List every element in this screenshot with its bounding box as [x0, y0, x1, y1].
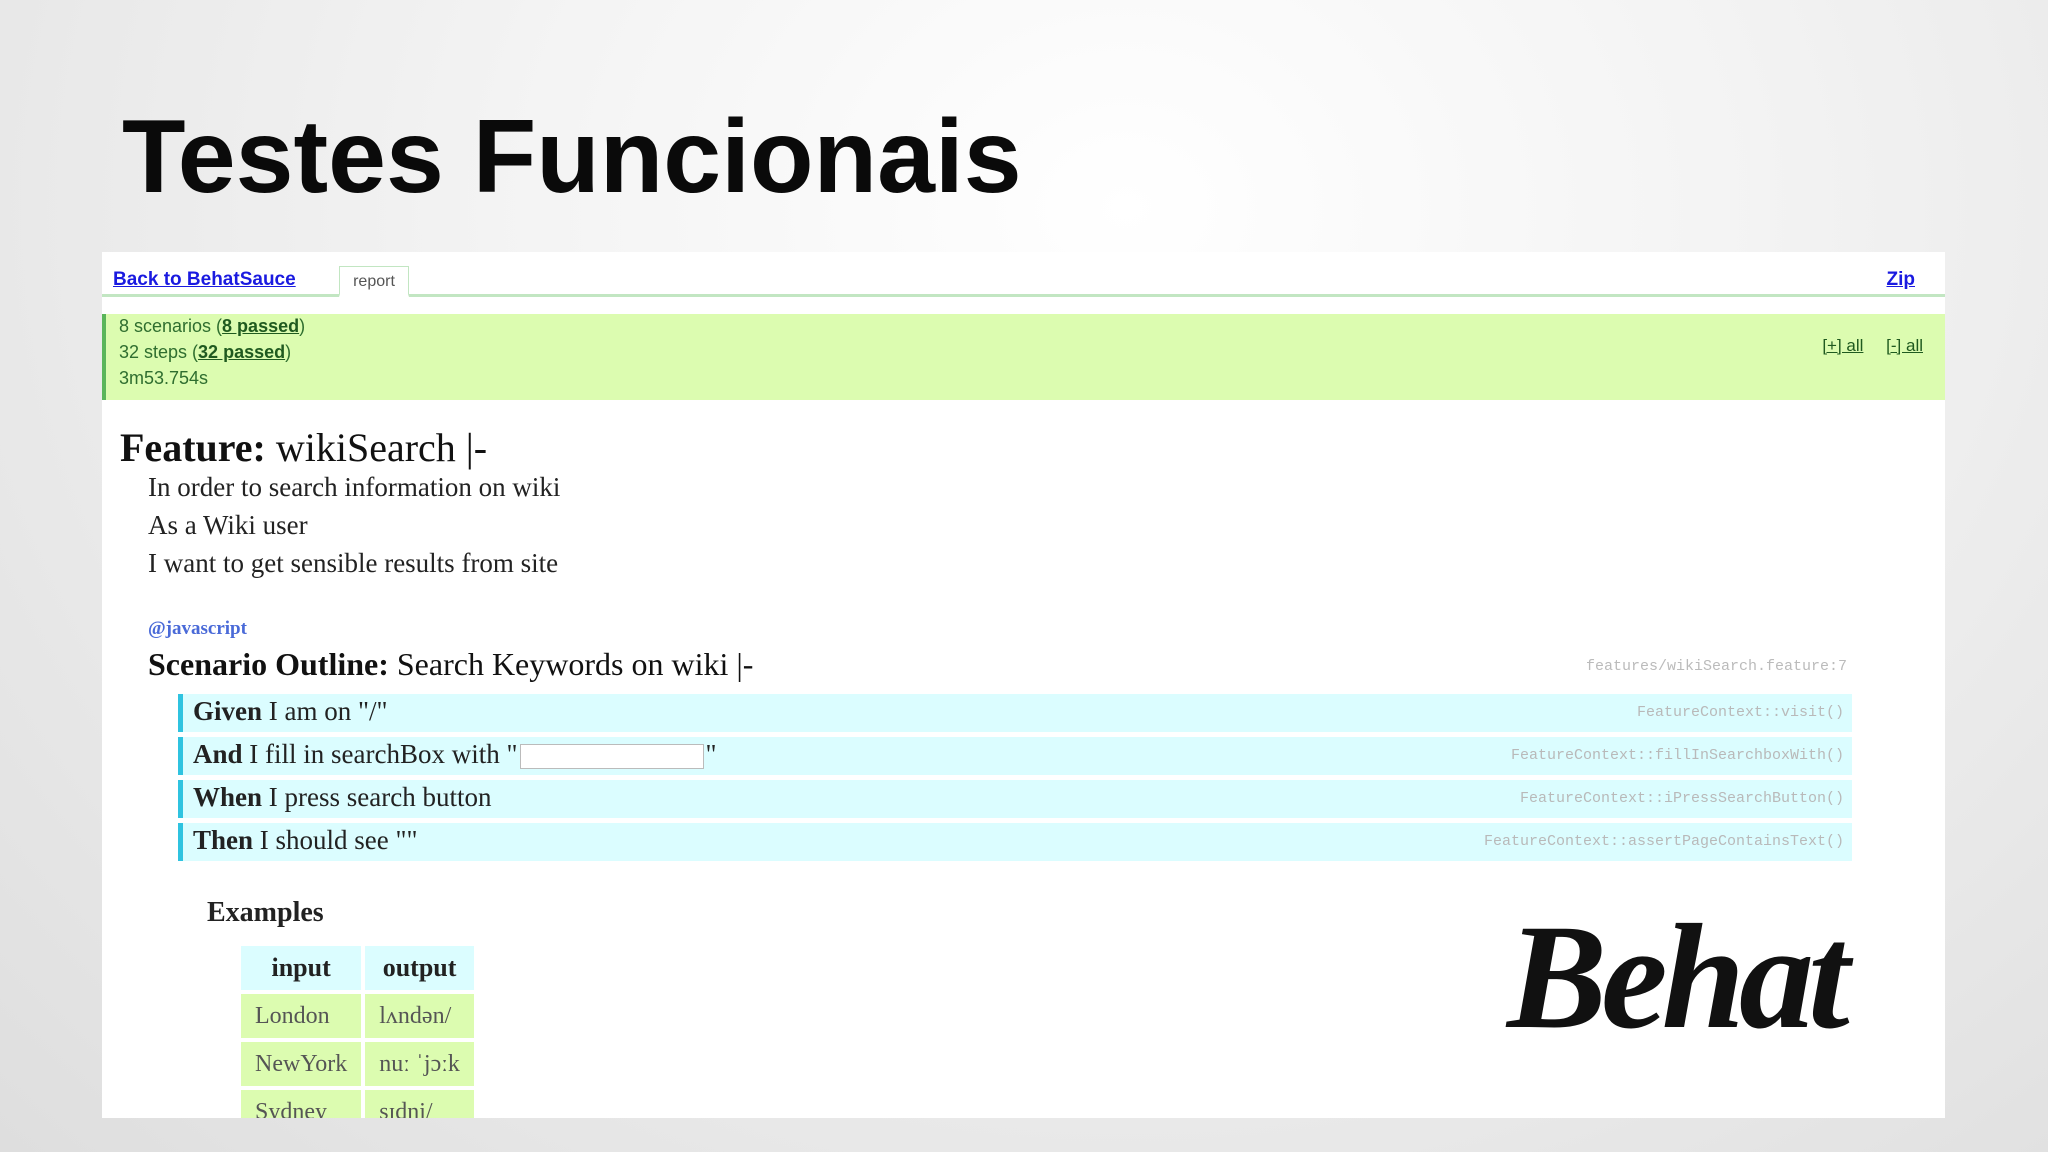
step-description: I fill in searchBox with " [249, 739, 518, 769]
scenarios-suffix: ) [299, 316, 306, 336]
behat-logo: Behat [1507, 894, 1850, 1060]
step-and: And I fill in searchBox with " " FeatureC… [178, 737, 1852, 775]
step-definition: FeatureContext::assertPageContainsText() [1483, 833, 1844, 850]
feature-heading[interactable]: Feature: wikiSearch |- [120, 424, 487, 471]
table-cell: London [241, 994, 362, 1038]
expand-all-link[interactable]: [+] all [1822, 336, 1864, 355]
step-description: I press search button [268, 782, 492, 812]
behat-report-screenshot: Back to BehatSauce report Zip 8 scenario… [102, 252, 1945, 1118]
step-text: And I fill in searchBox with " " [193, 739, 717, 770]
step-keyword: And [193, 739, 243, 769]
feature-description-line: I want to get sensible results from site [148, 548, 559, 578]
duration: 3m53.754s [119, 368, 209, 388]
report-topbar: Back to BehatSauce report Zip [102, 252, 1945, 297]
table-header-row: input output [241, 946, 474, 990]
scenario-keyword: Scenario Outline: [148, 646, 389, 682]
zip-link[interactable]: Zip [1886, 269, 1916, 290]
table-cell: sɪdni/ [365, 1090, 474, 1118]
step-definition: FeatureContext::visit() [1636, 704, 1844, 721]
table-row: Sydney sɪdni/ [241, 1090, 474, 1118]
scenario-tag: @javascript [148, 618, 247, 639]
scenarios-count: 8 scenarios ( [119, 316, 223, 336]
back-to-behatsauce-link[interactable]: Back to BehatSauce [113, 269, 296, 290]
step-then: Then I should see "" FeatureContext::ass… [178, 823, 1852, 861]
scenario-file-path: features/wikiSearch.feature:7 [1585, 658, 1847, 675]
table-cell: nuː ˈjɔːk [365, 1042, 474, 1086]
step-text: Given I am on "/" [193, 696, 388, 727]
step-when: When I press search button FeatureContex… [178, 780, 1852, 818]
step-text: When I press search button [193, 782, 491, 813]
table-row: NewYork nuː ˈjɔːk [241, 1042, 474, 1086]
step-description-end: " [705, 739, 717, 769]
feature-description-line: As a Wiki user [148, 510, 308, 540]
examples-title: Examples [207, 897, 324, 928]
table-cell: Sydney [241, 1090, 362, 1118]
step-description: I am on "/" [268, 696, 388, 726]
examples-table: input output London lʌndən/ NewYork nuː … [237, 942, 478, 1118]
scenarios-summary: 8 scenarios (8 passed) [119, 316, 305, 337]
collapse-all-link[interactable]: [-] all [1886, 336, 1923, 355]
feature-name: wikiSearch |- [275, 425, 488, 470]
summary-panel: 8 scenarios (8 passed) 32 steps (32 pass… [102, 314, 1945, 400]
scenario-heading[interactable]: Scenario Outline: Search Keywords on wik… [148, 646, 753, 683]
feature-description-line: In order to search information on wiki [148, 472, 561, 502]
table-cell: lʌndən/ [365, 994, 474, 1038]
step-text: Then I should see "" [193, 825, 418, 856]
steps-passed-link[interactable]: 32 passed [198, 342, 286, 362]
step-keyword: Then [193, 825, 254, 855]
step-keyword: Given [193, 696, 263, 726]
feature-keyword: Feature: [120, 425, 266, 470]
scenario-name: Search Keywords on wiki |- [396, 646, 754, 682]
tab-report[interactable]: report [339, 266, 409, 297]
scenarios-passed-link[interactable]: 8 passed [222, 316, 300, 336]
search-value-placeholder [519, 744, 704, 770]
step-definition: FeatureContext::iPressSearchButton() [1519, 790, 1844, 807]
step-keyword: When [193, 782, 263, 812]
column-header-output: output [365, 946, 474, 990]
steps-summary: 32 steps (32 passed) [119, 342, 291, 363]
step-description: I should see "" [259, 825, 418, 855]
slide-title: Testes Funcionais [122, 99, 1022, 215]
step-definition: FeatureContext::fillInSearchboxWith() [1510, 747, 1844, 764]
table-cell: NewYork [241, 1042, 362, 1086]
expand-controls: [+] all [-] all [1804, 336, 1923, 356]
steps-suffix: ) [285, 342, 292, 362]
table-row: London lʌndən/ [241, 994, 474, 1038]
steps-count: 32 steps ( [119, 342, 199, 362]
step-given: Given I am on "/" FeatureContext::visit(… [178, 694, 1852, 732]
column-header-input: input [241, 946, 362, 990]
